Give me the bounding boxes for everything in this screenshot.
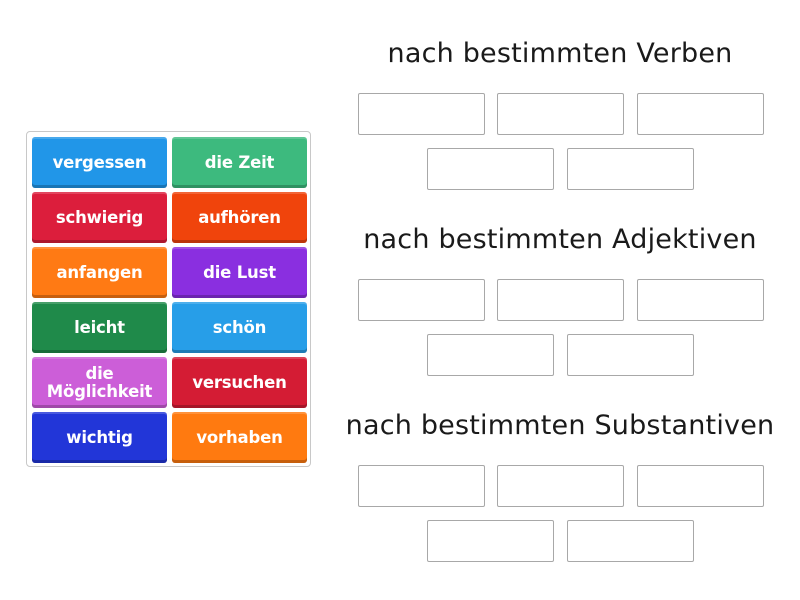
tile-label: anfangen xyxy=(56,262,143,282)
tile-label: versuchen xyxy=(192,372,287,392)
word-tile[interactable]: vorhaben xyxy=(172,412,307,463)
word-tile[interactable]: vergessen xyxy=(32,137,167,188)
word-tile[interactable]: anfangen xyxy=(32,247,167,298)
tile-label: aufhören xyxy=(198,207,281,227)
word-tile[interactable]: die Lust xyxy=(172,247,307,298)
tile-label: die Möglichkeit xyxy=(46,363,153,401)
word-tile[interactable]: leicht xyxy=(32,302,167,353)
tile-label: vergessen xyxy=(52,152,147,172)
drop-slot[interactable] xyxy=(427,520,554,562)
drop-slot[interactable] xyxy=(637,465,764,507)
word-tile[interactable]: aufhören xyxy=(172,192,307,243)
drop-slot[interactable] xyxy=(567,334,694,376)
drop-slot[interactable] xyxy=(497,93,624,135)
drop-slot[interactable] xyxy=(497,465,624,507)
drop-slot[interactable] xyxy=(567,520,694,562)
drop-slot[interactable] xyxy=(497,279,624,321)
tile-label: wichtig xyxy=(66,427,133,447)
tile-label: schön xyxy=(212,317,267,337)
word-tile[interactable]: schwierig xyxy=(32,192,167,243)
group-heading-adjectives: nach bestimmten Adjektiven xyxy=(363,224,757,255)
word-tile[interactable]: schön xyxy=(172,302,307,353)
word-tile[interactable]: die Zeit xyxy=(172,137,307,188)
group-heading-verbs: nach bestimmten Verben xyxy=(387,38,733,69)
drop-slot[interactable] xyxy=(358,465,485,507)
drop-slot[interactable] xyxy=(358,93,485,135)
tile-label: leicht xyxy=(74,317,125,337)
word-tile[interactable]: wichtig xyxy=(32,412,167,463)
tile-label: schwierig xyxy=(55,207,144,227)
tile-label: die Lust xyxy=(203,262,276,282)
drop-slot[interactable] xyxy=(637,93,764,135)
drop-slot[interactable] xyxy=(637,279,764,321)
tile-label: die Zeit xyxy=(204,152,275,172)
word-tile[interactable]: die Möglichkeit xyxy=(32,357,167,408)
drop-slot[interactable] xyxy=(567,148,694,190)
drop-slot[interactable] xyxy=(427,334,554,376)
drop-slot[interactable] xyxy=(427,148,554,190)
group-heading-nouns: nach bestimmten Substantiven xyxy=(345,410,775,441)
word-tile[interactable]: versuchen xyxy=(172,357,307,408)
drop-slot[interactable] xyxy=(358,279,485,321)
tile-label: vorhaben xyxy=(196,427,283,447)
